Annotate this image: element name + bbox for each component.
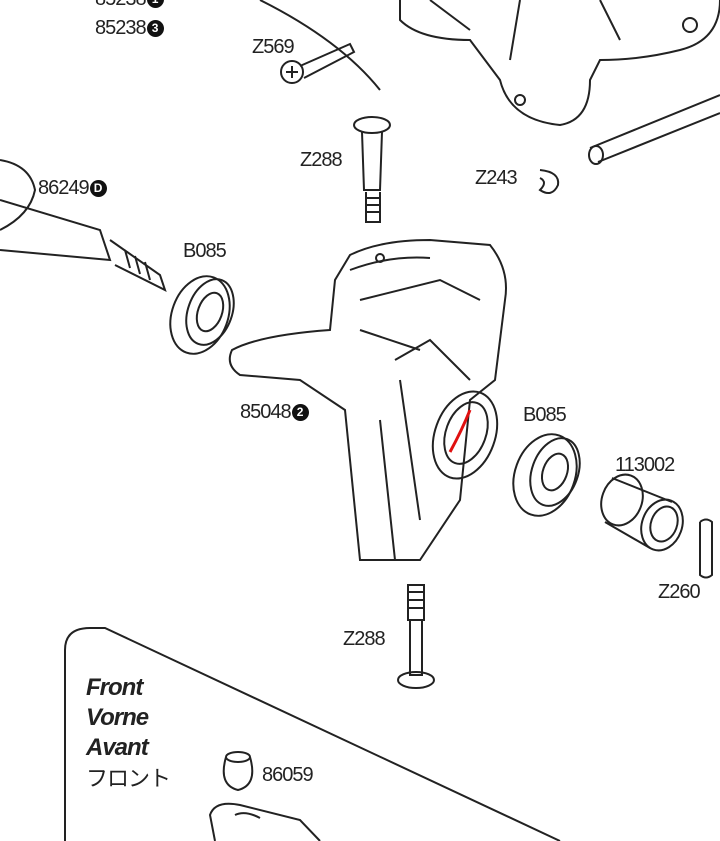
label-b085-right: B085 [523,404,567,426]
badge: 1 [146,0,164,8]
label-z243: Z243 [475,167,518,189]
direction-de: Vorne [86,704,149,731]
pin-z260 [699,518,713,579]
direction-ja: フロント [86,766,171,791]
part-number: 85238 [95,17,147,39]
rod-end [208,802,321,841]
ball-86059 [222,751,254,792]
steering-knuckle-85048 [228,238,507,561]
direction-en: Front [86,674,143,701]
label-86059: 86059 [262,764,314,786]
panel-border [64,627,561,841]
label-z569: Z569 [252,36,295,58]
bearing-b085-left [169,275,235,355]
label-113002: 113002 [615,454,675,476]
sleeve-113002 [600,473,684,552]
direction-fr: Avant [86,734,149,761]
screw-z288-bottom [397,584,435,689]
label-b085-left: B085 [183,240,227,262]
label-z288-top: Z288 [300,149,343,171]
badge: D [89,180,107,197]
bearing-b085-right [512,433,581,517]
suspension-arm [259,0,720,165]
label-z260: Z260 [658,581,701,603]
part-number: 86249 [38,177,90,199]
label-85238-top: 852381 [95,0,164,10]
axle-86249 [0,159,167,292]
part-number: 85048 [240,401,292,423]
screw-z569 [280,42,356,84]
part-number: 85238 [95,0,147,10]
clip-z243 [538,169,560,195]
badge: 3 [146,20,164,37]
badge: 2 [291,404,309,421]
highlight-mark [448,409,472,453]
screw-z288-top [353,116,391,223]
label-z288-bottom: Z288 [343,628,386,650]
